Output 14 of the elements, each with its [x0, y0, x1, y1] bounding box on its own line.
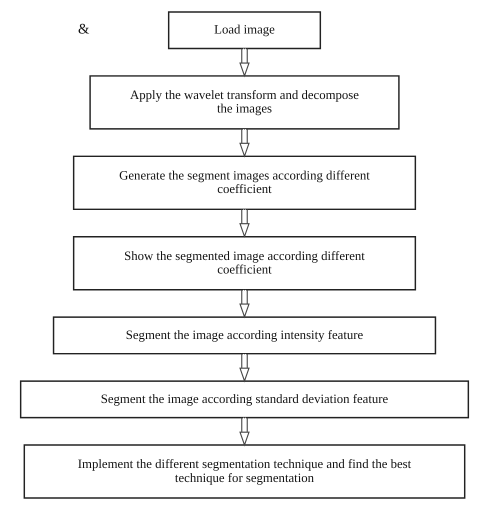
- node-box: Segment the image according intensity feature: [52, 316, 436, 354]
- node-box: Generate the segment images according different coefficient: [72, 156, 416, 210]
- arrow: [239, 290, 250, 318]
- arrow: [239, 354, 250, 383]
- arrow: [239, 209, 250, 238]
- node-box: Load image: [168, 11, 322, 50]
- node-box: Show the segmented image according different coefficient: [72, 236, 416, 290]
- node-box: Implement the different segmentation technique and find the best technique for segmentation: [24, 444, 466, 499]
- node-box: Apply the wavelet transform and decompose the images: [89, 75, 400, 130]
- arrow: [239, 418, 250, 447]
- arrow: [239, 48, 250, 78]
- arrow: [239, 129, 250, 158]
- node-box: Segment the image according standard deviation feature: [20, 380, 470, 418]
- label: &: [78, 22, 90, 38]
